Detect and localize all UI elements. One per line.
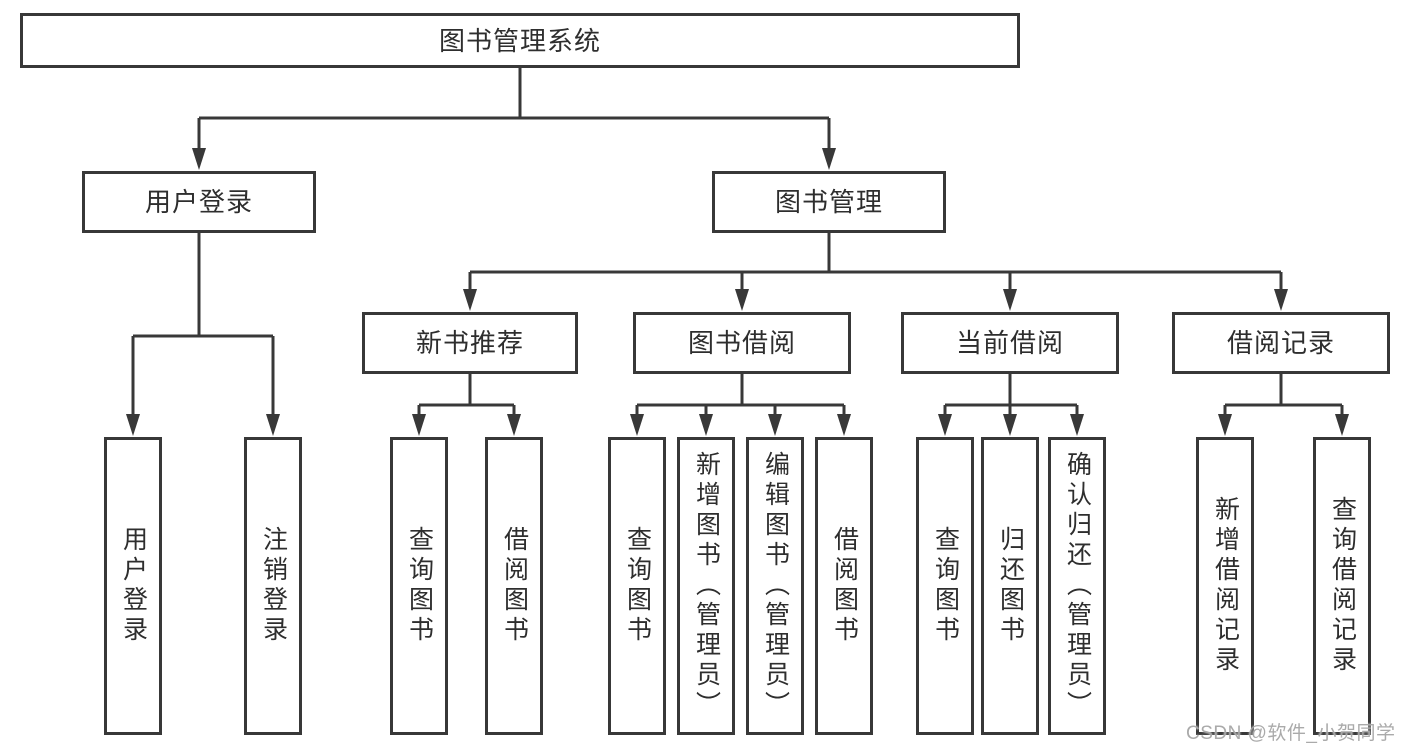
node-book-management: 图书管理 (712, 171, 946, 233)
leaf-borrow-borrow-books: 借阅图书 (815, 437, 873, 735)
leaf-current-query-books: 查询图书 (916, 437, 974, 735)
leaf-borrow-query-books: 查询图书 (608, 437, 666, 735)
leaf-records-add-record: 新增借阅记录 (1196, 437, 1254, 735)
leaf-current-return-books: 归还图书 (981, 437, 1039, 735)
arrowheads (126, 148, 1349, 436)
node-new-book-recommend: 新书推荐 (362, 312, 578, 374)
leaf-newbook-borrow-books: 借阅图书 (485, 437, 543, 735)
node-book-borrow: 图书借阅 (633, 312, 851, 374)
leaf-current-confirm-return-admin: 确认归还（管理员） (1048, 437, 1106, 735)
node-library-management-system: 图书管理系统 (20, 13, 1020, 68)
node-borrow-records: 借阅记录 (1172, 312, 1390, 374)
csdn-watermark: CSDN @软件_小贺同学 (1186, 723, 1396, 744)
leaf-newbook-query-books: 查询图书 (390, 437, 448, 735)
leaf-borrow-edit-books-admin: 编辑图书（管理员） (746, 437, 804, 735)
leaf-logout: 注销登录 (244, 437, 302, 735)
leaf-user-login: 用户登录 (104, 437, 162, 735)
leaf-records-query-record: 查询借阅记录 (1313, 437, 1371, 735)
leaf-borrow-add-books-admin: 新增图书（管理员） (677, 437, 735, 735)
node-current-borrow: 当前借阅 (901, 312, 1119, 374)
node-user-login: 用户登录 (82, 171, 316, 233)
